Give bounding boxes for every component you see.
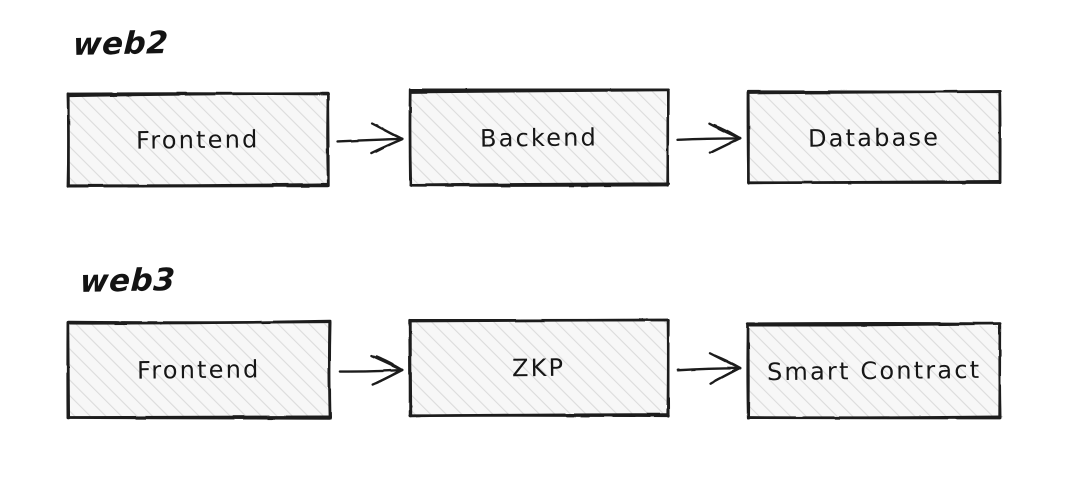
node-label-web3-frontend: Frontend [68,322,330,418]
node-label-web2-backend: Backend [410,90,668,185]
arrow-web3-arrow-2 [676,352,742,385]
row-label-web2: web2 [72,25,170,63]
border-top [748,322,1002,327]
node-text: Backend [479,122,599,153]
arrow-head-upper [708,352,742,370]
border-left [409,319,413,418]
arrow-web2-arrow-2 [676,122,742,155]
node-border [66,92,330,188]
node-web2-backend[interactable] [408,88,670,187]
border-bottom [747,415,1002,419]
border-bottom [409,182,670,187]
border-bottom [747,180,1002,185]
arrow-head-lower [709,366,742,385]
node-web3-frontend[interactable] [66,319,332,420]
node-hatch [411,91,667,184]
border-top [67,92,330,98]
border-top [409,318,670,323]
node-border [746,322,1002,420]
arrow-web2-arrow-1 [336,122,404,155]
arrow-head-lower [708,137,742,155]
arrow-head-lower [370,138,404,155]
node-border [408,88,670,187]
node-border [408,318,670,418]
border-bottom [66,415,332,419]
border-top [410,88,670,94]
arrow-shaft [336,137,404,143]
node-label-web2-frontend: Frontend [68,94,328,186]
node-web3-zkp[interactable] [408,318,670,418]
border-bottom [67,182,330,187]
border-bottom [409,413,670,418]
node-text: Smart Contract [766,355,982,387]
arrow-shaft [338,368,404,373]
node-border [746,90,1002,185]
border-right [327,321,332,419]
node-text: ZKP [512,353,566,383]
arrow-head-upper [708,122,741,140]
border-left [408,89,413,187]
node-border [66,319,332,420]
node-hatch [411,321,667,415]
border-top [68,319,332,325]
arrow-head-upper [370,122,403,140]
arrow-shaft [676,367,742,372]
border-right [666,320,670,418]
row-label-web3: web3 [79,262,177,300]
node-text: Frontend [137,355,261,385]
node-web2-database[interactable] [746,90,1002,185]
node-text: Database [807,122,941,153]
arrow-web3-arrow-1 [338,354,404,386]
arrow-head-upper [370,354,403,372]
node-hatch [69,323,329,417]
node-hatch [749,325,999,417]
node-label-web3-smart-contract: Smart Contract [748,324,1000,418]
border-left [746,91,750,185]
arrow-head-lower [371,368,403,386]
node-label-web2-database: Database [748,92,1000,183]
border-right [326,94,330,187]
node-label-web3-zkp: ZKP [410,320,668,416]
node-hatch [749,93,999,182]
border-top [748,90,1002,95]
node-web2-frontend[interactable] [66,92,330,188]
arrow-shaft [676,137,741,142]
node-hatch [69,95,327,185]
border-left [66,321,71,420]
node-web3-smart-contract[interactable] [746,322,1002,420]
node-text: Frontend [136,125,260,155]
